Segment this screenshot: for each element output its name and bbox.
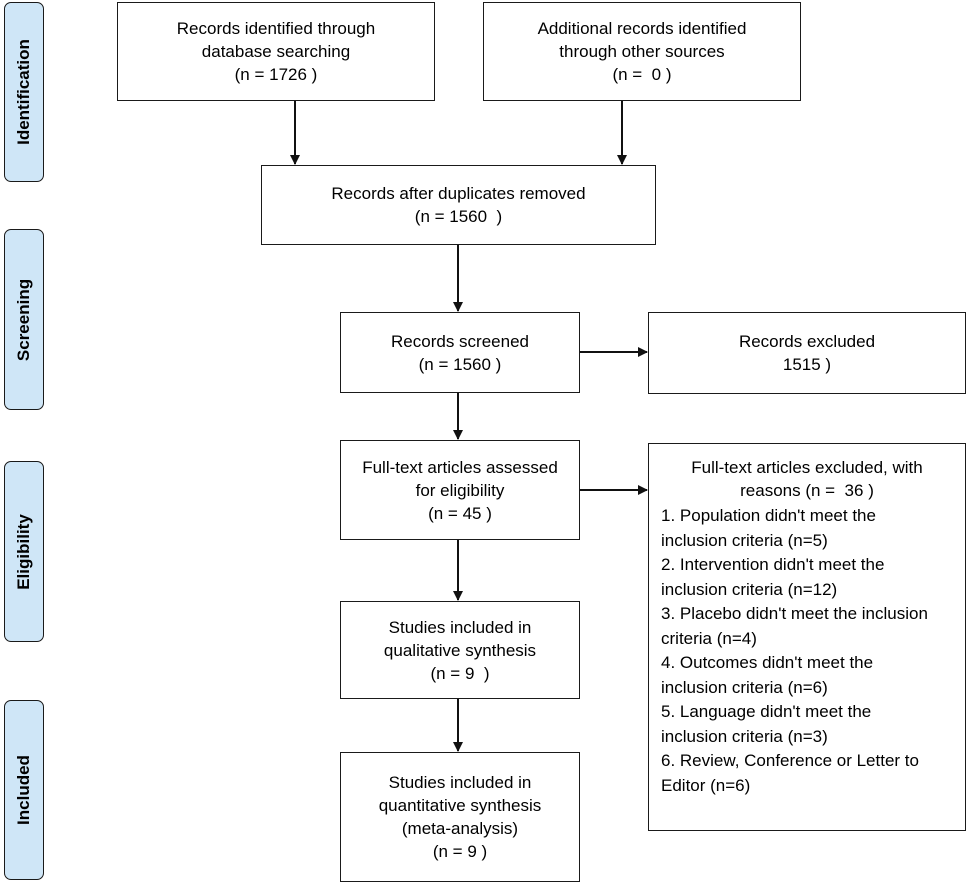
stage-identification: Identification (4, 2, 44, 182)
reason-line: inclusion criteria (n=3) (661, 726, 828, 746)
box-quantitative-line-1: Studies included in (388, 773, 532, 792)
box-fulltext-line-2: for eligibility (415, 480, 505, 500)
box-fulltext-count: (n = 45 ) (428, 503, 492, 523)
box-other-sources-line-2: through other sources (559, 42, 725, 61)
box-other-sources: Additional records identified through ot… (483, 2, 801, 101)
box-database-records: Records identified through database sear… (117, 2, 435, 101)
box-records-excluded: Records excluded 1515 ) (648, 312, 966, 394)
fulltext-excluded-header: Full-text articles excluded, with reason… (649, 456, 965, 502)
fulltext-excluded-reasons: 1. Population didn't meet the inclusion … (649, 504, 965, 798)
reason-line: 5. Language didn't meet the (661, 702, 872, 721)
box-fulltext-line-1: Full-text articles assessed (362, 457, 558, 477)
box-qualitative-line-2: qualitative synthesis (383, 640, 537, 660)
reason-line: inclusion criteria (n=6) (661, 677, 828, 697)
stage-screening: Screening (4, 229, 44, 410)
box-quantitative-line-3: (meta-analysis) (401, 819, 519, 838)
fulltext-excluded-header-line-2: reasons (n = 36 ) (740, 481, 874, 500)
box-fulltext-assessed: Full-text articles assessed for eligibil… (340, 440, 580, 540)
box-records-screened: Records screened (n = 1560 ) (340, 312, 580, 393)
box-database-line-2: database searching (201, 42, 351, 61)
reason-line: 4. Outcomes didn't meet the (661, 653, 874, 672)
reason-line: 6. Review, Conference or Letter to (661, 751, 919, 770)
stage-eligibility: Eligibility (4, 461, 44, 642)
box-screened-count: (n = 1560 ) (418, 354, 502, 374)
box-quantitative-count: (n = 9 ) (432, 842, 488, 861)
reason-line: 1. Population didn't meet the (661, 506, 876, 525)
reason-line: inclusion criteria (n=12) (661, 579, 838, 599)
box-other-sources-count: (n = 0 ) (612, 65, 672, 84)
box-qualitative-line-1: Studies included in (388, 617, 532, 637)
box-database-count: (n = 1726 ) (234, 65, 318, 84)
box-excluded-count: 1515 ) (782, 355, 832, 374)
box-quantitative-synthesis: Studies included in quantitative synthes… (340, 752, 580, 882)
box-excluded-line-1: Records excluded (738, 332, 876, 351)
box-other-sources-line-1: Additional records identified (537, 19, 747, 38)
fulltext-excluded-header-line-1: Full-text articles excluded, with (691, 458, 923, 477)
reason-line: 2. Intervention didn't meet the (661, 555, 885, 574)
box-screened-line-1: Records screened (391, 331, 529, 351)
box-fulltext-excluded: Full-text articles excluded, with reason… (648, 443, 966, 831)
box-qualitative-count: (n = 9 ) (430, 663, 490, 683)
reason-line: criteria (n=4) (661, 628, 757, 648)
box-database-line-1: Records identified through (176, 19, 376, 38)
box-duplicates-count: (n = 1560 ) (414, 207, 503, 226)
stage-included: Included (4, 700, 44, 880)
box-duplicates-line-1: Records after duplicates removed (331, 184, 586, 203)
reason-line: Editor (n=6) (661, 775, 751, 795)
reason-line: inclusion criteria (n=5) (661, 530, 828, 550)
reason-line: 3. Placebo didn't meet the inclusion (661, 604, 928, 623)
box-quantitative-line-2: quantitative synthesis (378, 796, 542, 815)
box-qualitative-synthesis: Studies included in qualitative synthesi… (340, 601, 580, 699)
box-duplicates-removed: Records after duplicates removed (n = 15… (261, 165, 656, 245)
